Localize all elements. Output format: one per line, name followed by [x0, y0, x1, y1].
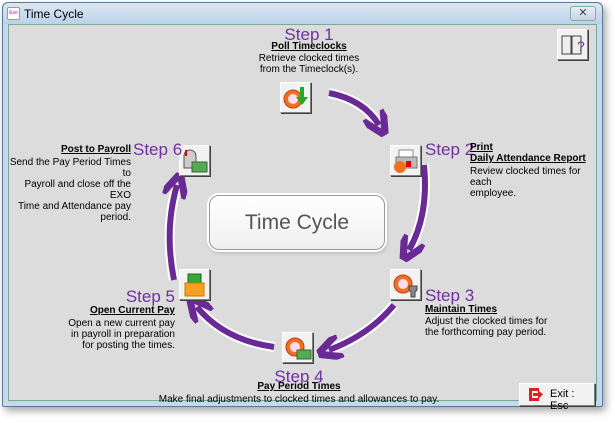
step-6-heading: Post to Payroll — [60, 144, 131, 155]
clock-wrench-icon — [393, 274, 418, 298]
arrow-4-5 — [197, 307, 275, 350]
cycle-arrows — [9, 88, 430, 405]
step-4-desc: Make final adjustments to clocked times … — [158, 394, 440, 405]
printer-clock-icon — [394, 149, 418, 173]
svg-text:?: ? — [577, 38, 585, 54]
maintain-times-button[interactable] — [390, 269, 421, 300]
arrow-5-6 — [170, 185, 177, 281]
title-bar: Exo Time Cycle ✕ — [3, 3, 602, 24]
step-5-label: Step 5 — [125, 287, 175, 306]
exit-button[interactable]: Exit : Esc — [519, 383, 595, 412]
step-4-heading: Pay Period Times — [257, 381, 341, 392]
time-cycle-window: Exo Time Cycle ✕ ? Step 1 Poll Timeclock… — [2, 2, 603, 412]
step-2-heading-1: Print — [470, 142, 493, 153]
step-5-heading: Open Current Pay — [89, 305, 175, 316]
arrow-3-4 — [329, 303, 397, 350]
money-folder-icon — [184, 273, 205, 297]
clock-download-icon — [283, 87, 308, 109]
step-3-heading: Maintain Times — [425, 304, 498, 315]
arrow-2-3 — [409, 164, 428, 250]
open-current-pay-button[interactable] — [179, 269, 210, 300]
help-button[interactable]: ? — [557, 29, 588, 60]
step-6-label: Step 6 — [133, 140, 183, 159]
arrow-1-2 — [328, 90, 379, 125]
step-3-label: Step 3 — [425, 286, 475, 305]
mailbox-money-icon — [183, 149, 208, 173]
pay-period-times-button[interactable] — [282, 332, 313, 363]
post-to-payroll-button[interactable] — [179, 145, 210, 176]
help-book-icon: ? — [561, 35, 585, 55]
close-button[interactable]: ✕ — [570, 6, 596, 21]
app-icon: Exo — [7, 7, 20, 20]
step-1-heading: Poll Timeclocks — [271, 41, 347, 52]
step-4-label: Step 4 — [274, 367, 324, 386]
exit-label: Exit : Esc — [550, 388, 575, 412]
time-cycle-center-label: Time Cycle — [209, 195, 385, 250]
step-2-label: Step 2 — [425, 140, 475, 159]
print-report-button[interactable] — [390, 145, 421, 176]
poll-timeclocks-button[interactable] — [280, 82, 311, 113]
window-title: Time Cycle — [24, 7, 84, 21]
exit-icon — [529, 388, 543, 401]
clock-money-icon — [285, 337, 312, 360]
step-1-label: Step 1 — [284, 25, 334, 44]
step-2-heading-2: Daily Attendance Report — [470, 153, 586, 164]
client-area: ? Step 1 Poll Timeclocks Retrieve clocke… — [8, 24, 597, 412]
